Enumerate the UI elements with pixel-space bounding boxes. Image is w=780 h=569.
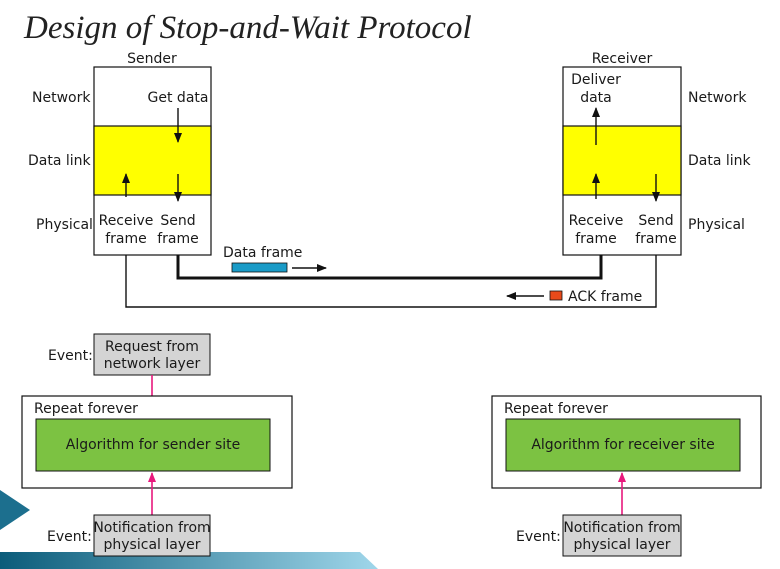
sender-receive-frame-line1: Receive <box>99 213 154 229</box>
receiver-bottom-event-line1: Notification from <box>563 520 680 536</box>
page-title: Design of Stop-and-Wait Protocol <box>24 10 472 46</box>
sender-bottom-event-box <box>93 514 211 557</box>
receiver-deliver-data-line2: data <box>580 90 612 106</box>
sender-send-frame-line1: Send <box>160 213 195 229</box>
receiver-physical-layer-label: Physical <box>688 217 745 233</box>
sender-top-event-line1: Request from <box>105 339 199 355</box>
receiver-send-frame-line1: Send <box>638 213 673 229</box>
sender-send-frame-line2: frame <box>157 231 199 247</box>
sender-repeat-forever-label: Repeat forever <box>34 401 138 417</box>
receiver-algorithm-label: Algorithm for receiver site <box>531 437 714 453</box>
data-frame-icon <box>231 262 288 273</box>
sender-top-event-line2: network layer <box>104 356 201 372</box>
sender-top-event-box <box>93 333 211 376</box>
sender-data-link-layer-label: Data link <box>28 153 92 169</box>
receiver-receive-frame-line1: Receive <box>569 213 624 229</box>
receiver-data-link-layer-label: Data link <box>688 153 752 169</box>
receiver-bottom-event-box <box>562 514 682 557</box>
corner-decoration-arrow <box>0 490 30 530</box>
sender-label: Sender <box>127 51 177 67</box>
ack-frame-link <box>125 255 657 308</box>
sender-physical-layer-label: Physical <box>36 217 93 233</box>
sender-algorithm-label: Algorithm for sender site <box>66 437 241 453</box>
receiver-bottom-event-label: Event: <box>516 529 561 545</box>
receiver-data-link-layer <box>562 125 682 196</box>
receiver-send-frame-line2: frame <box>635 231 677 247</box>
sender-algorithm-box <box>35 418 271 472</box>
receiver-bottom-event-line2: physical layer <box>574 537 671 553</box>
receiver-network-layer-label: Network <box>688 90 747 106</box>
sender-stack: Sender Get data Receive frame Send frame <box>93 51 212 256</box>
sender-top-event-label: Event: <box>48 348 93 364</box>
receiver-deliver-data-line1: Deliver <box>571 72 621 88</box>
receiver-stack: Receiver Deliver data Receive frame Send… <box>562 51 682 256</box>
receiver-label: Receiver <box>592 51 653 67</box>
sender-bottom-event-label: Event: <box>47 529 92 545</box>
sender-network-layer-label: Network <box>32 90 91 106</box>
sender-bottom-event-line2: physical layer <box>104 537 201 553</box>
sender-receive-frame-line2: frame <box>105 231 147 247</box>
ack-frame-label: ACK frame <box>568 289 642 305</box>
receiver-receive-frame-line2: frame <box>575 231 617 247</box>
receiver-repeat-forever-label: Repeat forever <box>504 401 608 417</box>
ack-frame-icon <box>549 290 563 301</box>
data-frame-label: Data frame <box>223 245 302 261</box>
sender-data-link-layer <box>93 125 212 196</box>
data-frame-link <box>176 255 603 280</box>
sender-bottom-event-line1: Notification from <box>93 520 210 536</box>
receiver-algorithm-box <box>505 418 741 472</box>
sender-get-data-label: Get data <box>148 90 209 106</box>
